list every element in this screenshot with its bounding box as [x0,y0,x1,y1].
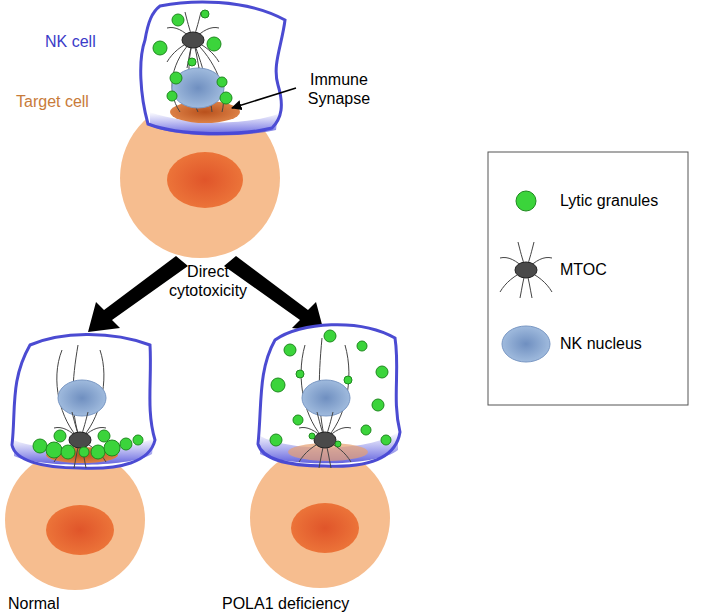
legend-granule [516,191,536,211]
lytic-granules [33,430,143,459]
process-label: Direct cytotoxicity [156,262,260,300]
nk-nucleus [302,380,350,416]
target-nucleus [167,152,243,208]
legend-nucleus [502,326,550,362]
label-holder: POLA1 deficiency [222,594,349,613]
cell-label: NK cell [45,32,96,51]
target-cell [5,450,145,590]
target-nucleus [46,505,114,555]
lytic-granules [270,330,391,447]
callout-label: Immune Synapse [300,70,378,108]
nk-cell [12,334,155,468]
legend-mtoc [500,242,552,298]
condition-label: Normal [8,594,60,613]
leader-line [232,88,296,108]
legend-entry: Lytic granules [560,191,658,210]
target-cell [250,448,390,588]
label-holder: Immune Synapse [300,70,378,108]
nk-cell [141,2,285,134]
mtoc [299,412,351,468]
legend-text: Lytic granules [560,191,658,210]
legend-entry: NK nucleus [560,334,642,353]
legend-text: MTOC [560,260,607,279]
target-nucleus [291,503,359,553]
label-holder: Normal [8,594,60,613]
legend-text: NK nucleus [560,334,642,353]
label-holder: NK cell [45,32,96,51]
nk-nucleus [58,380,106,416]
condition-label: POLA1 deficiency [222,594,349,613]
target-cell [120,98,280,258]
label-holder: Direct cytotoxicity [156,262,260,300]
lytic-granules [153,10,232,104]
mtoc [54,412,106,468]
legend-box [488,152,688,405]
legend-entry: MTOC [560,260,607,279]
cell-label: Target cell [16,92,89,111]
label-holder: Target cell [16,92,89,111]
